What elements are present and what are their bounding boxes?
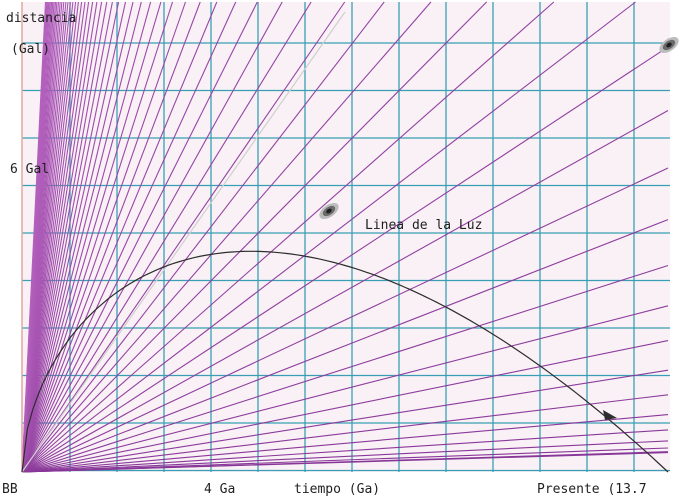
galaxy-worldline <box>21 264 669 473</box>
x-tick-label: 4 Ga <box>204 482 235 497</box>
galaxy-worldline <box>21 1 90 473</box>
galaxy-worldline <box>21 414 669 473</box>
plot-area <box>22 2 670 472</box>
galaxy-worldline <box>21 1 142 473</box>
galaxy-worldline <box>21 1 108 473</box>
y-tick-label: 6 Gal <box>10 162 49 177</box>
galaxy-worldline <box>21 110 669 473</box>
galaxy-worldline <box>21 1 103 473</box>
curve-label: Linea de la Luz <box>365 218 482 233</box>
galaxy-worldline <box>21 1 86 473</box>
galaxy-icon <box>659 37 679 53</box>
galaxy-worldline <box>21 1 636 473</box>
galaxy-worldline <box>21 1 94 473</box>
galaxy-worldline <box>21 1 346 473</box>
y-axis-label-line2: (Gal) <box>11 42 50 57</box>
galaxy-worldline <box>21 1 312 473</box>
galaxy-worldline <box>21 1 487 473</box>
faint-reference-line <box>21 11 346 473</box>
grid <box>22 2 670 472</box>
galaxy-worldline <box>21 1 47 473</box>
galaxy-worldline <box>21 340 669 473</box>
galaxy-worldline <box>21 219 669 473</box>
galaxy-worldline <box>21 1 98 473</box>
galaxy-worldline <box>21 440 669 473</box>
galaxy-worldline <box>21 1 152 473</box>
arrowhead-icon <box>603 410 617 420</box>
x-origin-label: BB <box>2 482 18 497</box>
galaxy-worldline <box>21 305 669 473</box>
galaxy-worldline <box>21 1 127 473</box>
galaxy-worldline <box>21 451 669 473</box>
galaxy-worldline <box>21 1 134 473</box>
galaxy-worldline <box>21 1 218 473</box>
galaxy-worldline <box>21 1 283 473</box>
galaxy-worldline <box>21 1 162 473</box>
galaxy-worldline <box>21 1 201 473</box>
x-end-label: Presente (13.7 <box>537 482 647 497</box>
galaxy-worldline <box>21 394 669 473</box>
light-curve <box>21 250 669 473</box>
galaxy-worldlines <box>21 1 669 473</box>
x-axis-title: tiempo (Ga) <box>294 482 380 497</box>
galaxy-worldline <box>21 1 187 473</box>
galaxy-worldline <box>21 1 385 473</box>
galaxy-worldline <box>21 1 113 473</box>
galaxy-worldline <box>21 1 258 473</box>
galaxy-worldline <box>21 167 669 473</box>
galaxy-worldline <box>21 1 237 473</box>
y-axis-label-line1: distancia <box>6 11 76 26</box>
galaxy-worldline <box>21 429 669 473</box>
galaxy-worldline <box>21 369 669 473</box>
galaxy-worldline <box>21 447 669 473</box>
galaxy-worldline <box>21 1 432 473</box>
galaxy-worldline <box>21 1 555 473</box>
galaxy-worldline <box>21 1 174 473</box>
galaxy-worldline <box>21 46 669 473</box>
galaxy-icon <box>319 203 339 219</box>
